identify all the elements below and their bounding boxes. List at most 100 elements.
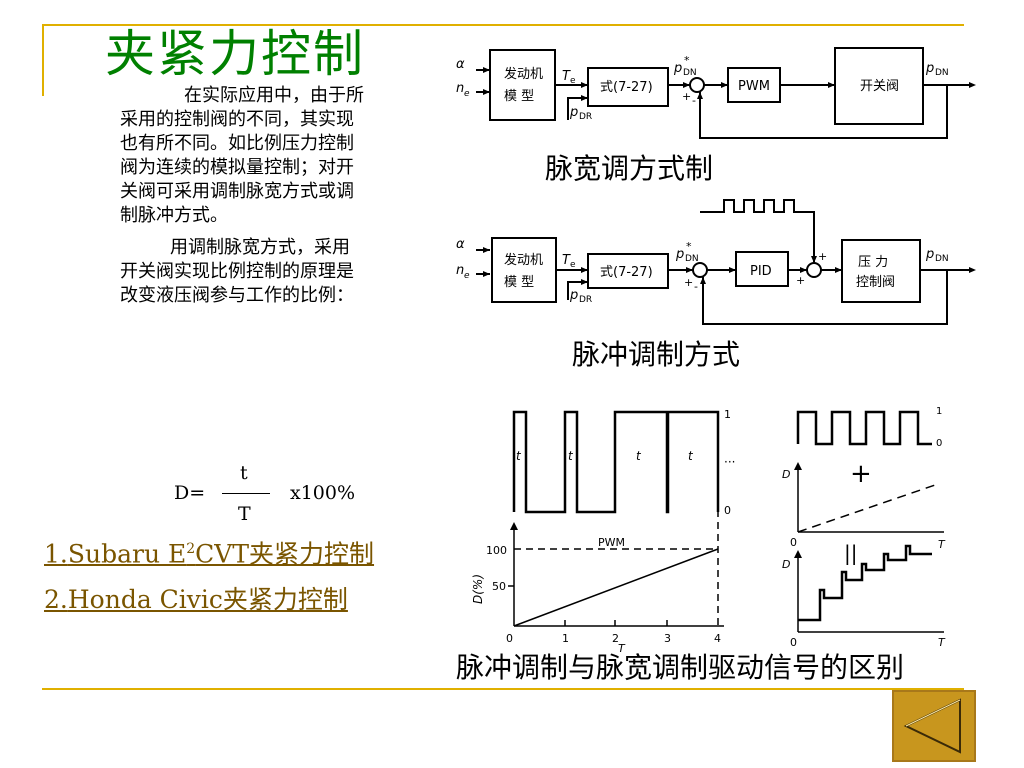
formula-lhs: D=: [174, 482, 206, 504]
plus-sign: +: [850, 459, 872, 489]
link-text-suffix: CVT夹紧力控制: [195, 539, 375, 569]
pdn-star-subscript: DN: [683, 68, 697, 78]
d-percent-axis-label: D(%): [471, 574, 485, 604]
engine-model-block: [489, 49, 556, 121]
input-n: n: [456, 81, 464, 96]
link-prefix: 1.: [44, 539, 68, 569]
output-subscript: DN: [935, 254, 949, 264]
top-rule: [42, 24, 964, 26]
pulse-label-3: t: [636, 449, 642, 463]
input-n-subscript: e: [464, 89, 470, 99]
paragraph-1: 在实际应用中，由于所采用的控制阀的不同，其实现也有所不同。如比例压力控制阀为连续…: [120, 85, 364, 226]
pid-block-label: PID: [750, 264, 772, 279]
pulse-label-4: t: [688, 449, 694, 463]
plus-sign-left: +: [796, 274, 805, 287]
d-top-origin: 0: [790, 536, 797, 549]
pdr-subscript: DR: [579, 295, 592, 305]
pulse-label-2: t: [568, 449, 574, 463]
pwm-block-label: PWM: [738, 79, 770, 94]
input-n-subscript: e: [464, 271, 470, 281]
pwm-label: PWM: [598, 536, 625, 549]
x-tick-3: 3: [664, 632, 671, 645]
input-n: n: [456, 263, 464, 278]
te-subscript: e: [570, 76, 576, 86]
engine-label-2: 模 型: [504, 275, 534, 290]
formula-block-label: 式(7-27): [600, 80, 653, 95]
switch-valve-label: 开关阀: [860, 79, 899, 94]
formula-rhs: x100%: [290, 482, 356, 504]
summing-junction-2: [806, 262, 822, 278]
duty-cycle-formula: D= t T x100%: [170, 460, 370, 528]
back-button[interactable]: [892, 690, 976, 762]
pulse-train: [512, 410, 720, 514]
link-superscript: 2: [186, 541, 196, 557]
formula-block-label: 式(7-27): [600, 265, 653, 280]
x-tick-1: 1: [562, 632, 569, 645]
summing-junction-1: [692, 262, 708, 278]
y-tick-100: 100: [486, 544, 507, 557]
pwm-t-axis-label: T: [618, 642, 626, 654]
pdn-star-asterisk: *: [684, 54, 690, 67]
link-honda-civic[interactable]: 2.Honda Civic夹紧力控制: [44, 584, 348, 616]
pwm-control-diagram: α n e 发动机 模 型 T e 式(7-27) p DR p DN * + …: [456, 47, 976, 139]
pressure-valve-label-2: 控制阀: [856, 275, 895, 290]
engine-label-2: 模 型: [504, 89, 534, 104]
bottom-rule: [42, 688, 964, 690]
x-tick-0: 0: [506, 632, 513, 645]
intro-paragraph: 在实际应用中，由于所采用的控制阀的不同，其实现也有所不同。如比例压力控制阀为连续…: [120, 84, 366, 308]
input-alpha: α: [456, 237, 465, 252]
x-tick-2: 2: [612, 632, 619, 645]
pdn-star-subscript: DN: [685, 254, 699, 264]
output-label: p: [925, 247, 934, 262]
pdn-star-asterisk: *: [686, 240, 692, 253]
link-prefix: 2.: [44, 585, 68, 614]
engine-label-1: 发动机: [504, 66, 543, 82]
output-label: p: [925, 61, 934, 76]
paragraph-2: 用调制脉宽方式，采用开关阀实现比例控制的原理是改变液压阀参与工作的比例：: [120, 237, 354, 306]
level-1-label: 1: [724, 408, 731, 421]
te-label: T: [562, 69, 571, 84]
engine-label-1: 发动机: [504, 252, 543, 268]
formula-block: [587, 67, 669, 107]
plus-sign: +: [684, 276, 693, 289]
pwm-ramp: [513, 548, 719, 627]
engine-model-block: [491, 237, 557, 303]
d-bottom-origin: 0: [790, 636, 797, 649]
caption-pulse: 脉冲调制方式: [572, 338, 741, 371]
pdr-subscript: DR: [579, 112, 592, 122]
back-arrow-icon: [903, 698, 961, 754]
link-subaru-cvt[interactable]: 1.Subaru E2CVT夹紧力控制: [44, 533, 374, 570]
d-label-top: D: [782, 468, 790, 481]
d-label-bottom: D: [782, 558, 790, 571]
minus-sign: -: [692, 94, 696, 107]
square-level-0: 0: [936, 438, 942, 449]
waveform-comparison-diagram: t t t t 1 0 ··· PWM D(%) 100 50 0 1 2 3 …: [471, 406, 946, 654]
square-wave: [796, 410, 932, 446]
link-text: Honda Civic夹紧力控制: [67, 585, 348, 614]
link-text: Subaru E: [67, 539, 187, 569]
square-level-1: 1: [936, 406, 942, 417]
minus-sign: -: [694, 280, 698, 293]
pdn-star-label: p: [675, 247, 684, 262]
pressure-valve-block: [841, 239, 921, 303]
te-subscript: e: [570, 260, 576, 270]
pdn-star-label: p: [673, 61, 682, 76]
ellipsis: ···: [724, 455, 735, 469]
summing-junction: [689, 77, 705, 93]
formula-denominator: T: [238, 503, 251, 525]
pulse-control-diagram: α n e 发动机 模 型 T e 式(7-27) p DR p DN * + …: [456, 199, 976, 325]
d-bottom-t-label: T: [938, 636, 946, 649]
plus-sign: +: [682, 90, 691, 103]
level-0-label: 0: [724, 504, 731, 517]
pulse-label-1: t: [516, 449, 522, 463]
caption-pwm: 脉宽调方式制: [545, 152, 714, 185]
d-dashed-ramp: [797, 483, 939, 533]
equals-sign: ||: [844, 541, 857, 565]
x-tick-4: 4: [714, 632, 721, 645]
caption-difference: 脉冲调制与脉宽调制驱动信号的区别: [456, 651, 905, 684]
formula-numerator: t: [240, 462, 248, 484]
slide-title: 夹紧力控制: [105, 25, 365, 83]
pressure-valve-label-1: 压 力: [858, 255, 888, 270]
pdr-label: p: [569, 105, 578, 120]
input-alpha: α: [456, 57, 465, 72]
